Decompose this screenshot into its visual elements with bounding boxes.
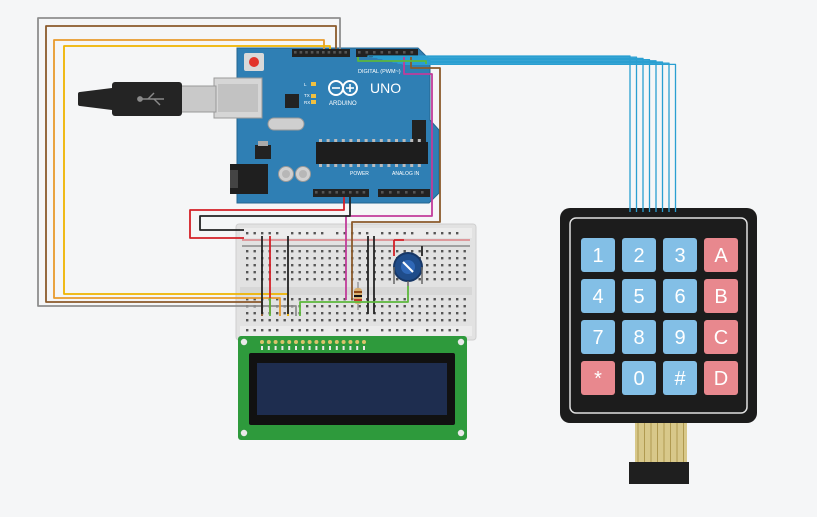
key-label: 6 — [674, 286, 685, 308]
analog-label: ANALOG IN — [392, 171, 420, 177]
key-d[interactable]: D — [704, 361, 738, 395]
key-4[interactable]: 4 — [581, 279, 615, 313]
breadboard[interactable] — [235, 223, 477, 341]
wire-magenta — [345, 57, 433, 300]
key-0[interactable]: 0 — [622, 361, 656, 395]
key-label: 4 — [592, 286, 603, 308]
lcd-screen — [257, 363, 447, 415]
wire-green — [357, 57, 427, 64]
key-7[interactable]: 7 — [581, 320, 615, 354]
digital-label: DIGITAL (PWM~) — [358, 69, 401, 75]
board-model-label: UNO — [370, 80, 401, 96]
digital-header-left — [292, 49, 350, 57]
key-label: C — [714, 327, 728, 349]
key-label: * — [594, 368, 602, 390]
power-header — [313, 189, 369, 197]
key-label: 8 — [633, 327, 644, 349]
brand-label: ARDUINO — [329, 101, 357, 107]
key-b[interactable]: B — [704, 279, 738, 313]
key-label: 9 — [674, 327, 685, 349]
key-hash[interactable]: # — [663, 361, 697, 395]
l-label: L — [304, 82, 307, 87]
potentiometer[interactable] — [393, 252, 423, 286]
arduino-logo-icon — [328, 80, 358, 96]
wire-gray — [37, 17, 341, 316]
usb-symbol-icon — [137, 92, 164, 106]
wire-brown-2 — [351, 57, 441, 300]
keypad-4x4[interactable]: 1 2 3 A 4 5 6 B 7 8 9 C * 0 # D — [560, 208, 757, 484]
power-label: POWER — [350, 171, 369, 177]
key-8[interactable]: 8 — [622, 320, 656, 354]
key-label: 2 — [633, 245, 644, 267]
analog-header — [378, 189, 430, 197]
key-6[interactable]: 6 — [663, 279, 697, 313]
wire-green-2 — [299, 286, 409, 316]
wire-orange — [53, 39, 325, 316]
keypad-connector — [629, 462, 689, 484]
tx-label: TX — [304, 93, 310, 98]
arduino-uno-board[interactable]: UNO ARDUINO DIGITAL (PWM~) TX RX L POWER… — [213, 47, 440, 204]
digital-header-right — [356, 49, 418, 57]
key-label: 5 — [633, 286, 644, 308]
key-5[interactable]: 5 — [622, 279, 656, 313]
key-label: A — [714, 245, 728, 267]
key-label: 7 — [592, 327, 603, 349]
wires — [37, 17, 677, 316]
key-label: 1 — [592, 245, 603, 267]
key-label: D — [714, 368, 728, 390]
key-label: B — [714, 286, 727, 308]
key-9[interactable]: 9 — [663, 320, 697, 354]
atmega-chip — [316, 142, 428, 164]
resistor[interactable] — [354, 282, 362, 310]
lcd-display[interactable] — [238, 336, 467, 440]
key-label: 3 — [674, 245, 685, 267]
wire-black — [199, 197, 351, 231]
key-star[interactable]: * — [581, 361, 615, 395]
key-2[interactable]: 2 — [622, 238, 656, 272]
key-a[interactable]: A — [704, 238, 738, 272]
key-3[interactable]: 3 — [663, 238, 697, 272]
usb-cable[interactable] — [78, 82, 217, 116]
lcd-pin-header — [260, 340, 366, 350]
wire-red — [189, 197, 345, 239]
key-label: 0 — [633, 368, 644, 390]
rx-label: RX — [304, 100, 310, 105]
key-label: # — [674, 368, 686, 390]
key-1[interactable]: 1 — [581, 238, 615, 272]
key-c[interactable]: C — [704, 320, 738, 354]
